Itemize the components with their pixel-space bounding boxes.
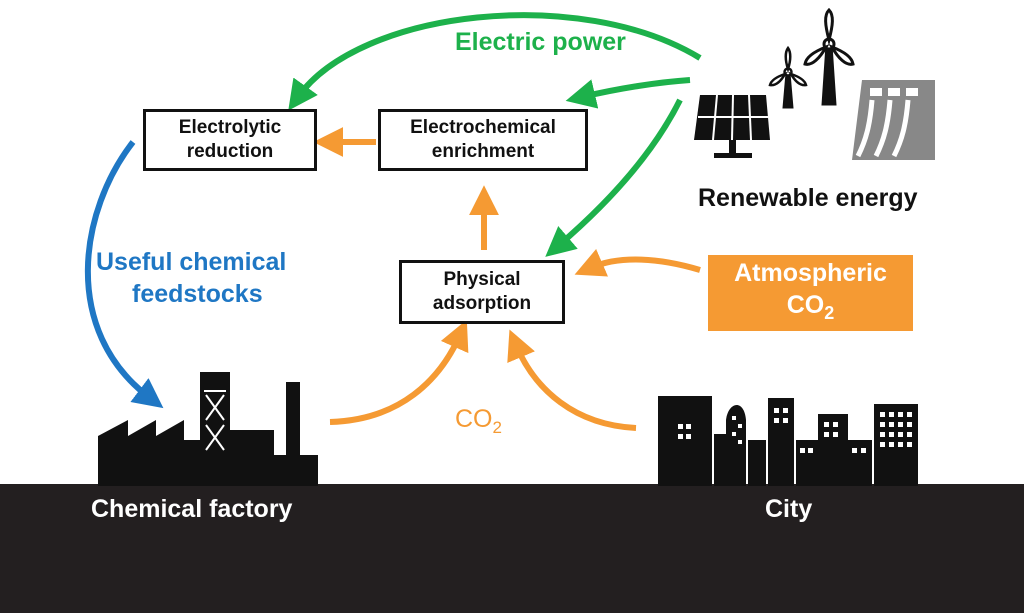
city-label: City: [765, 495, 813, 523]
chemical-factory-label: Chemical factory: [91, 495, 293, 523]
arrow-factory-to-adsorption: [329, 319, 469, 425]
physical-adsorption-box: Physical adsorption: [399, 260, 565, 324]
power-arrow-to-adsorption: [545, 98, 683, 257]
electrochemical-enrichment-line2: enrichment: [431, 141, 535, 162]
useful-chemical-label-line1: Useful chemical: [96, 248, 287, 276]
useful-chemical-label-line2: feedstocks: [132, 280, 263, 308]
solar-panel-icon: [694, 94, 770, 158]
atmospheric-co2-box: Atmospheric CO2: [708, 255, 913, 331]
hydro-dam-icon: [852, 80, 935, 160]
arrow-atmosphere-to-adsorption: [574, 248, 701, 277]
power-arrow-to-enrichment: [565, 77, 691, 109]
factory-icon: [98, 372, 318, 486]
electric-power-label: Electric power: [455, 28, 626, 56]
atmospheric-co2-subscript: 2: [824, 303, 835, 323]
electrolytic-reduction-box: Electrolytic reduction: [143, 109, 317, 171]
atmospheric-co2-line2: CO2: [787, 289, 835, 329]
electrochemical-enrichment-line1: Electrochemical: [410, 117, 556, 138]
atmospheric-co2-line1: Atmospheric: [734, 259, 887, 287]
physical-adsorption-line1: Physical: [443, 269, 521, 290]
atmospheric-co2-main: CO: [786, 291, 825, 319]
co2-emission-label: CO2: [455, 405, 502, 438]
physical-adsorption-line2: adsorption: [432, 293, 532, 314]
ground-band: [0, 484, 1024, 613]
renewable-energy-label: Renewable energy: [698, 184, 918, 212]
electrochemical-enrichment-box: Electrochemical enrichment: [378, 109, 588, 171]
electrolytic-reduction-line2: reduction: [186, 141, 274, 162]
co2-emission-subscript: 2: [492, 418, 502, 437]
arrow-city-to-adsorption: [507, 329, 637, 431]
electrolytic-reduction-line1: Electrolytic: [178, 117, 282, 138]
feedstock-arrow-to-factory: [84, 140, 164, 409]
co2-emission-main: CO: [455, 405, 493, 433]
power-arrow-to-reduction: [288, 12, 702, 111]
wind-turbine-icon: [768, 7, 855, 109]
city-skyline-icon: [658, 396, 918, 486]
